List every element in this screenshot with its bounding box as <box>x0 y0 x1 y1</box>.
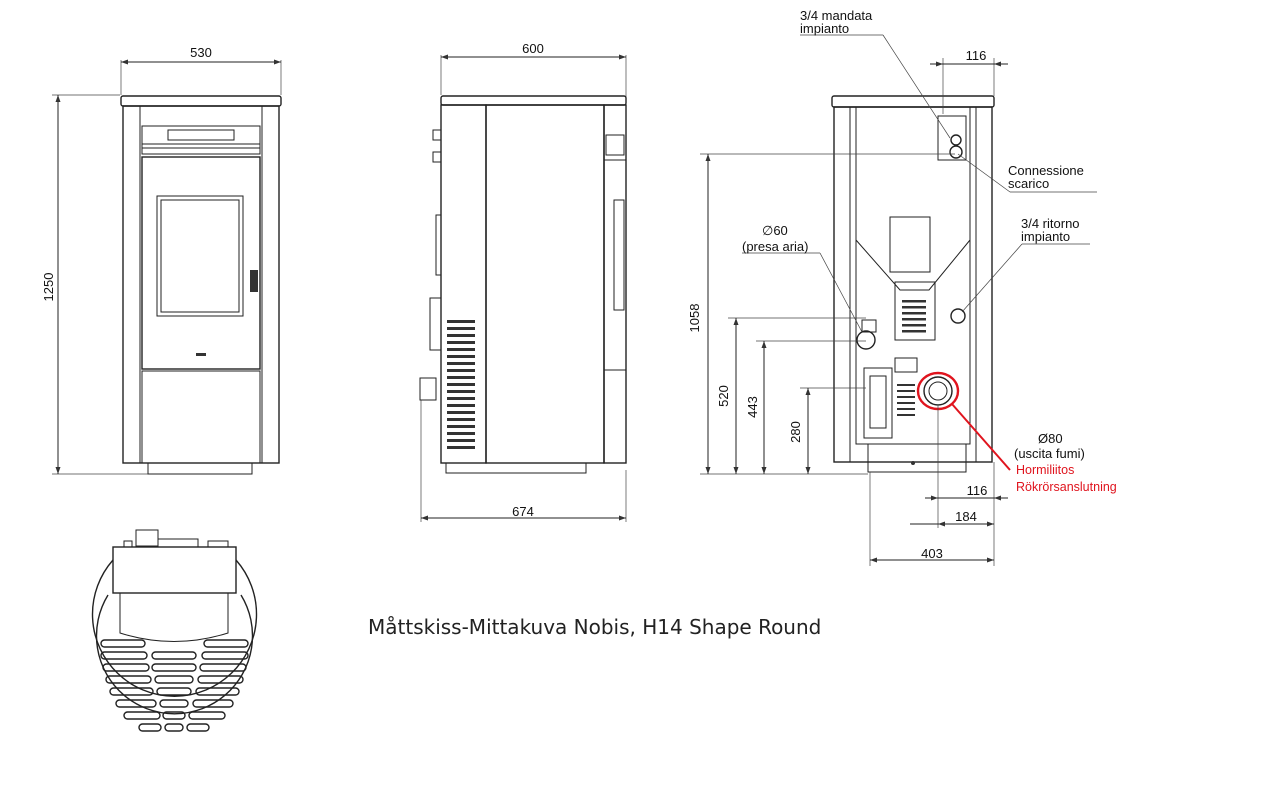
flue-highlight-pointer <box>951 403 1011 471</box>
dim-side-depth: 674 <box>512 504 534 519</box>
label-flue-2: (uscita fumi) <box>1014 446 1085 461</box>
rear-lower-vents <box>897 384 915 416</box>
dim-side-width: 600 <box>522 41 544 56</box>
label-mandata-1: 3/4 mandata <box>800 8 873 23</box>
label-mandata-2: impianto <box>800 21 849 36</box>
label-flue-sv: Rökrörsanslutning <box>1016 480 1117 494</box>
dim-front-width: 530 <box>190 45 212 60</box>
dim-rear-top-116: 116 <box>966 48 987 63</box>
label-scarico-2: scarico <box>1008 176 1049 191</box>
dim-front-height: 1250 <box>41 273 56 302</box>
dim-rear-520: 520 <box>716 385 731 407</box>
rear-vents <box>902 300 926 333</box>
dim-rear-403: 403 <box>921 546 943 561</box>
label-scarico-1: Connessione <box>1008 163 1084 178</box>
dim-rear-1058: 1058 <box>687 304 702 333</box>
label-ritorno-1: 3/4 ritorno <box>1021 216 1080 231</box>
side-vents <box>447 320 475 449</box>
front-view: 530 1250 <box>41 45 282 475</box>
label-air-2: (presa aria) <box>742 239 808 254</box>
rear-view: 116 3/4 mandata impianto Connessione sca… <box>687 8 1117 566</box>
top-view <box>91 529 258 732</box>
dim-rear-184: 184 <box>955 509 977 524</box>
side-view: 600 674 <box>419 41 627 522</box>
dim-rear-280: 280 <box>788 421 803 443</box>
label-flue-1: Ø80 <box>1038 431 1063 446</box>
dim-rear-443: 443 <box>745 396 760 418</box>
label-air-1: ∅60 <box>762 223 788 238</box>
dim-rear-bottom-116: 116 <box>967 483 988 498</box>
top-vents <box>100 639 249 732</box>
label-ritorno-2: impianto <box>1021 229 1070 244</box>
drawing-caption: Måttskiss-Mittakuva Nobis, H14 Shape Rou… <box>368 615 821 639</box>
label-flue-fi: Hormiliitos <box>1016 463 1074 477</box>
